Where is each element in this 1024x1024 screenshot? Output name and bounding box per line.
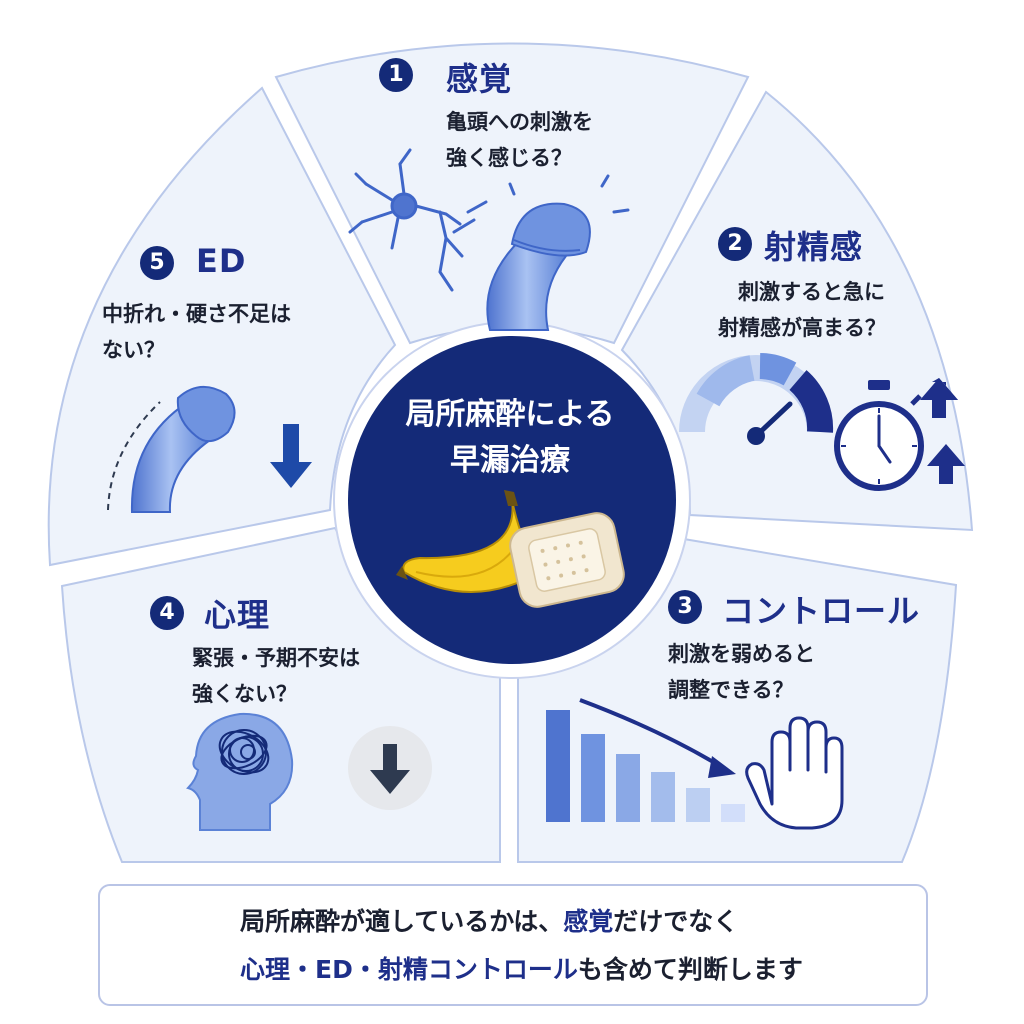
segment-3-number-badge: 3 [668, 590, 702, 624]
segment-1-number-badge: 1 [379, 58, 413, 92]
segment-5-background [47, 86, 397, 567]
segment-3-desc-line1: 刺激を弱めると [668, 642, 815, 666]
segment-5-desc-line2: ない？ [102, 338, 165, 362]
segment-2-title: 射精感 [764, 228, 864, 266]
sensation-spark-icon [452, 174, 630, 234]
summary-line-1-part2: だけでなく [613, 907, 739, 936]
segment-5-desc-line1: 中折れ・硬さ不足は [102, 302, 291, 326]
summary-line-2-part2: も含めて判断します [577, 955, 803, 984]
segment-3-desc-line2: 調整できる？ [668, 678, 794, 702]
segment-3-title: コントロール [722, 592, 921, 630]
segment-1-desc-line2: 強く感じる？ [446, 146, 572, 170]
gauze-pad-icon [509, 512, 625, 608]
summary-line-2-highlight: 心理・ED・射精コントロール [240, 955, 578, 984]
hand-stop-icon [745, 716, 844, 830]
down-arrow-icon [270, 424, 312, 488]
segment-4-desc-line1: 緊張・予期不安は [192, 646, 360, 670]
segment-2-number-badge: 2 [718, 227, 752, 261]
summary-line-2: 心理・ED・射精コントロールも含めて判断します [240, 950, 803, 986]
segment-4-number-badge: 4 [150, 596, 184, 630]
gauge-icon [679, 353, 834, 445]
declining-bar-chart-icon [546, 698, 745, 822]
segment-2-desc-line2: 射精感が高まる？ [718, 316, 886, 340]
summary-box [98, 884, 928, 1006]
segment-1-title: 感覚 [446, 60, 513, 98]
neuron-icon [348, 148, 464, 292]
head-anxiety-icon [186, 712, 294, 831]
banana-icon [396, 490, 542, 593]
segment-2-desc-line1: 刺激すると急に [738, 280, 885, 304]
segment-5-number-badge: 5 [140, 246, 174, 280]
down-arrow-circle-icon [348, 726, 432, 810]
segment-4-title: 心理 [204, 596, 271, 634]
segment-5-title: ED [196, 242, 247, 280]
segment-1-desc-line1: 亀頭への刺激を [446, 110, 593, 134]
summary-line-1: 局所麻酔が適しているかは、感覚だけでなく [240, 902, 738, 938]
summary-line-1-highlight: 感覚 [563, 907, 614, 936]
summary-line-1-part1: 局所麻酔が適しているかは、 [240, 907, 564, 936]
stopwatch-icon [834, 380, 924, 491]
segment-4-desc-line2: 強くない？ [192, 682, 297, 706]
up-arrow-icon [920, 378, 965, 484]
center-title-line2: 早漏治療 [450, 443, 570, 478]
center-title-line1: 局所麻酔による [405, 397, 615, 432]
drooping-penis-icon [107, 386, 236, 513]
penis-icon [486, 202, 591, 331]
center-title: 局所麻酔による 早漏治療 [360, 392, 660, 484]
